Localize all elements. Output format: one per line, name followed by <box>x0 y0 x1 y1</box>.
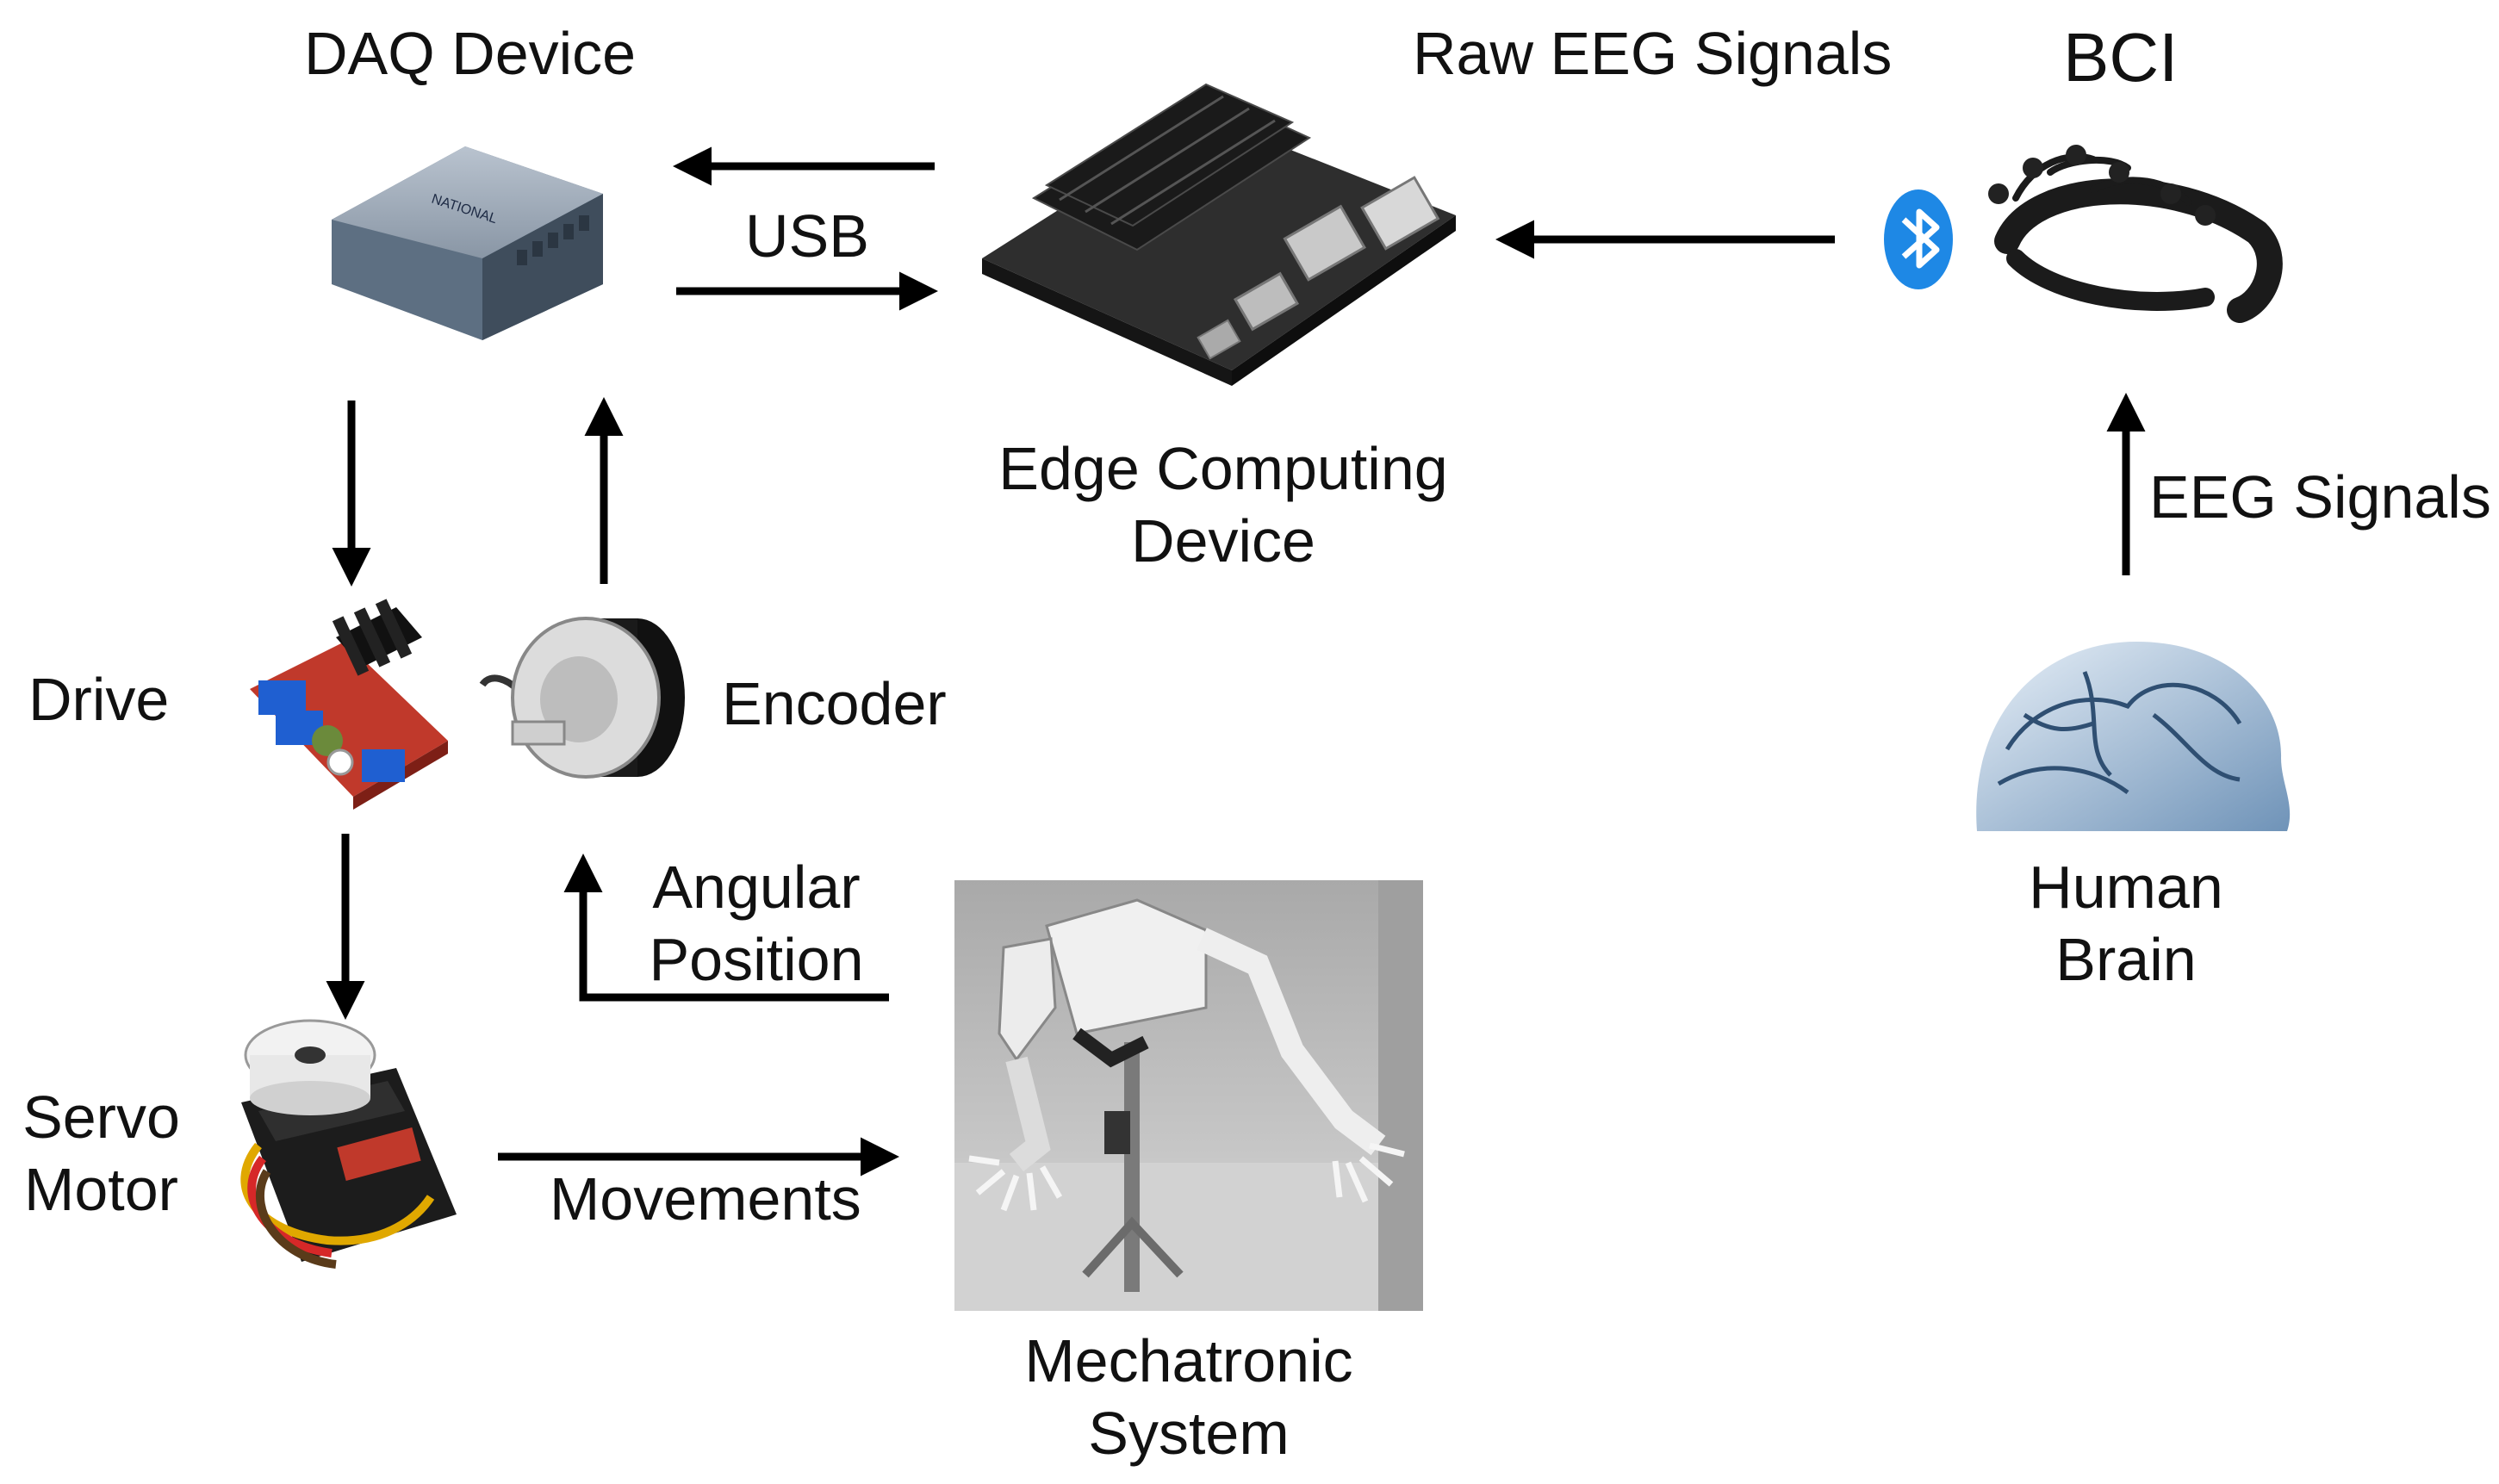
arrow-angular-position <box>563 854 889 1002</box>
label-angular-line1: Angular <box>652 854 861 921</box>
label-mechatronic-system: Mechatronic System <box>956 1325 1421 1469</box>
label-eeg-signals: EEG Signals <box>2149 463 2491 531</box>
label-usb: USB <box>745 202 869 270</box>
label-human-line2: Brain <box>2055 926 2197 993</box>
label-bci: BCI <box>2063 19 2179 96</box>
label-edge-line1: Edge Computing <box>998 435 1448 502</box>
drive-board-image <box>250 599 448 810</box>
servo-motor-image <box>240 1019 457 1269</box>
label-human-line1: Human <box>2029 854 2223 921</box>
label-mech-line2: System <box>1088 1400 1290 1467</box>
encoder-image <box>479 617 685 779</box>
label-angular-position: Angular Position <box>627 851 886 996</box>
label-raw-eeg-signals: Raw EEG Signals <box>1413 20 1893 87</box>
label-edge-line2: Device <box>1131 507 1315 574</box>
label-encoder: Encoder <box>722 670 947 737</box>
bluetooth-icon <box>1884 189 1953 289</box>
human-brain-image <box>1976 642 2291 831</box>
label-edge-computing-device: Edge Computing Device <box>956 432 1490 577</box>
label-angular-line2: Position <box>649 926 864 993</box>
label-servo-line1: Servo <box>22 1084 180 1151</box>
bci-headset-image <box>1988 145 2283 323</box>
label-mech-line1: Mechatronic <box>1024 1327 1353 1394</box>
daq-device-image: NATIONAL <box>332 146 603 340</box>
arrows <box>326 146 2146 1177</box>
label-human-brain: Human Brain <box>1997 851 2255 996</box>
label-drive: Drive <box>28 666 170 733</box>
label-daq-device: DAQ Device <box>304 20 637 87</box>
edge-computing-board-image <box>982 83 1456 386</box>
mechatronic-system-image <box>954 880 1423 1311</box>
label-movements: Movements <box>550 1165 861 1233</box>
label-servo-motor: Servo Motor <box>9 1081 194 1226</box>
label-servo-line2: Motor <box>24 1156 178 1223</box>
